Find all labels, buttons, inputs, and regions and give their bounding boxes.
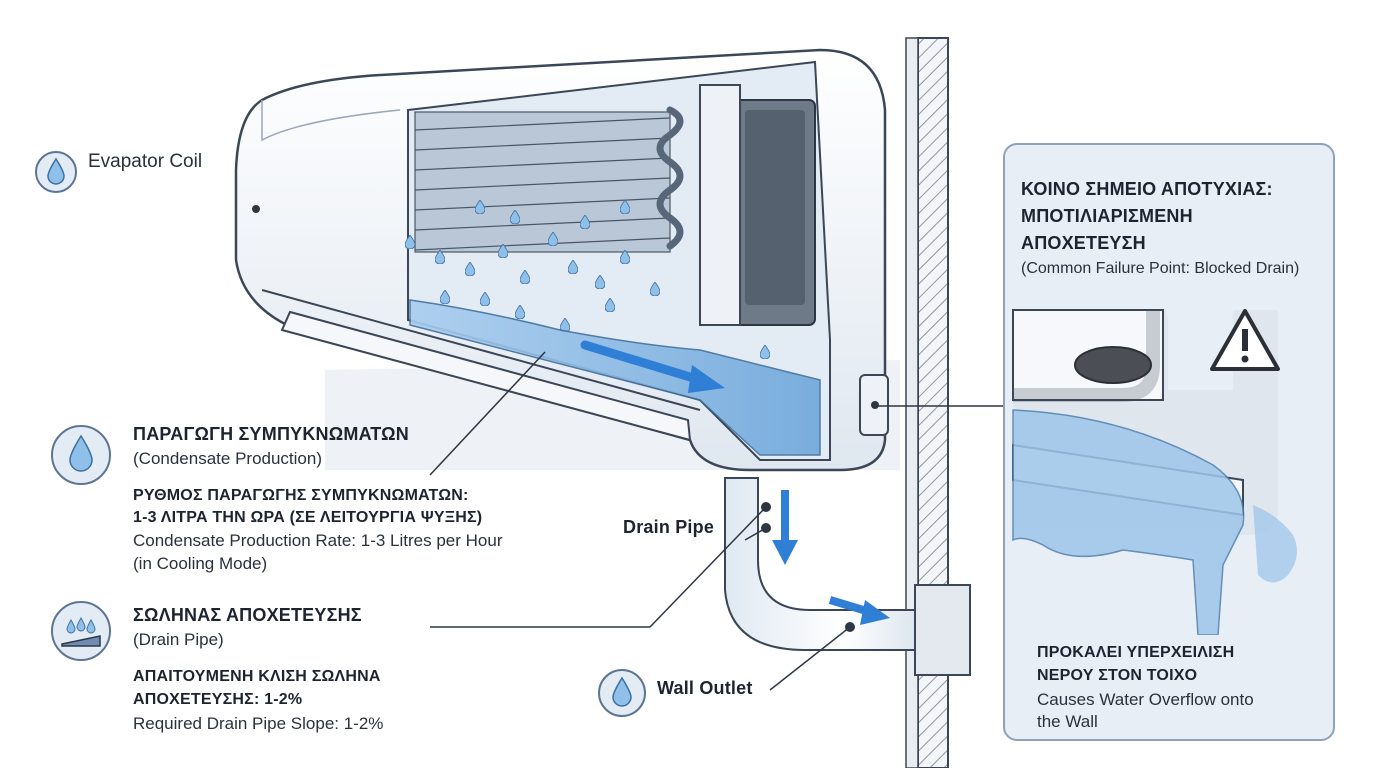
condensate-subtitle: (Condensate Production) [133, 449, 323, 468]
drain-pipe-subtitle: (Drain Pipe) [133, 630, 224, 649]
clog [1074, 346, 1152, 384]
slope-english: Required Drain Pipe Slope: 1-2% [133, 714, 384, 733]
drain-pipe [724, 477, 961, 651]
overflow-desc-line1: Causes Water Overflow onto [1037, 690, 1254, 709]
failure-subtitle: (Common Failure Point: Blocked Drain) [1021, 260, 1300, 277]
blocked-drain-closeup [1012, 309, 1297, 635]
slope-drops-icon [51, 601, 111, 661]
overflow-water [1012, 409, 1245, 635]
slope-greek-line2: ΑΠΟΧΕΤΕΥΣΗΣ: 1-2% [133, 691, 303, 708]
warning-icon [1210, 309, 1280, 371]
rate-greek-line1: ΡΥΘΜΟΣ ΠΑΡΑΓΩΓΗΣ ΣΥΜΠΥΚΝΩΜΑΤΩΝ: [133, 487, 469, 504]
overflow-title-line1: ΠΡΟΚΑΛΕΙ ΥΠΕΡΧΕΙΛΙΣΗ [1037, 644, 1235, 661]
drain-pipe-label: Drain Pipe [623, 517, 715, 537]
failure-title-line1: ΚΟΙΝΟ ΣΗΜΕΙΟ ΑΠΟΤΥΧΙΑΣ: [1021, 179, 1273, 199]
condensate-title: ΠΑΡΑΓΩΓΗ ΣΥΜΠΥΚΝΩΜΑΤΩΝ [133, 424, 409, 444]
rate-greek-line2: 1-3 ΛΙΤΡΑ ΤΗΝ ΩΡΑ (ΣΕ ΛΕΙΤΟΥΡΓΙΑ ΨΥΞΗΣ) [133, 509, 483, 526]
slope-greek-line1: ΑΠΑΙΤΟΥΜΕΝΗ ΚΛΙΣΗ ΣΩΛΗΝΑ [133, 668, 381, 685]
overflow-title-line2: ΝΕΡΟΥ ΣΤΟΝ ΤΟΙΧΟ [1037, 667, 1198, 684]
coil-tubes [656, 106, 684, 250]
overflow-desc-line2: the Wall [1037, 712, 1098, 731]
failure-panel: ΚΟΙΝΟ ΣΗΜΕΙΟ ΑΠΟΤΥΧΙΑΣ: ΜΠΟΤΙΛΙΑΡΙΣΜΕΝΗ … [1003, 143, 1335, 741]
failure-title-line3: ΑΠΟΧΕΤΕΥΣΗ [1021, 233, 1146, 253]
wall-outlet-label: Wall Outlet [657, 678, 753, 698]
evaporator-coil-label: Evapator Coil [88, 151, 203, 172]
evaporator-fins [414, 111, 671, 253]
failure-title-line2: ΜΠΟΤΙΛΙΑΡΙΣΜΕΝΗ [1021, 206, 1193, 226]
rate-english-line1: Condensate Production Rate: 1-3 Litres p… [133, 531, 503, 550]
drain-pan-water [409, 299, 821, 456]
water-drop-icon [51, 425, 111, 485]
water-drop-icon [35, 151, 77, 193]
front-louver [280, 310, 692, 442]
water-drop-icon [598, 669, 646, 717]
flow-arrow [580, 340, 705, 385]
drain-pipe-title: ΣΩΛΗΝΑΣ ΑΠΟΧΕΤΕΥΣΗΣ [133, 605, 362, 625]
rate-english-line2: (in Cooling Mode) [133, 554, 268, 573]
